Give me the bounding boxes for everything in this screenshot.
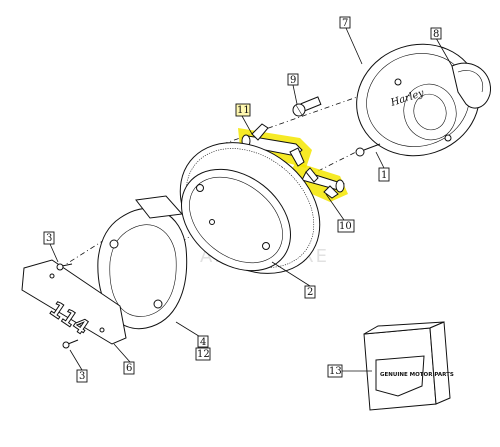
- kit-box-label: GENUINE MOTOR PARTS: [380, 372, 454, 378]
- callout-10: 10: [337, 219, 355, 233]
- back-plate: Harley: [356, 43, 480, 157]
- callout-12: 12: [195, 347, 211, 361]
- callout-3-upper: 3: [43, 231, 55, 245]
- callout-3-lower: 3: [76, 369, 88, 383]
- air-filter: [179, 142, 321, 274]
- callout-2: 2: [304, 285, 316, 299]
- screw: [355, 143, 381, 157]
- svg-text:9: 9: [290, 75, 296, 86]
- badge-screw-upper: [56, 263, 73, 271]
- callout-7: 7: [339, 16, 351, 29]
- svg-text:1: 1: [381, 170, 387, 181]
- callout-13: 13: [327, 364, 343, 378]
- svg-text:6: 6: [126, 363, 132, 374]
- svg-text:11: 11: [237, 105, 250, 116]
- gasket: [451, 62, 491, 109]
- callout-6: 6: [123, 361, 135, 375]
- svg-text:3: 3: [46, 233, 52, 244]
- badge-screw-lower: [62, 339, 79, 349]
- kit-box: GENUINE MOTOR PARTS: [363, 321, 454, 411]
- callout-4: 4: [197, 335, 209, 348]
- callout-8: 8: [430, 27, 442, 40]
- trim-frame: [97, 195, 188, 330]
- svg-text:2: 2: [307, 287, 313, 298]
- svg-text:10: 10: [339, 221, 352, 232]
- breather-bolt: [292, 96, 322, 117]
- svg-text:3: 3: [79, 371, 85, 382]
- callout-11: 11: [235, 103, 251, 117]
- svg-text:13: 13: [329, 366, 342, 377]
- callout-9: 9: [287, 73, 299, 86]
- svg-text:4: 4: [200, 337, 206, 348]
- callout-1: 1: [378, 167, 390, 182]
- svg-text:8: 8: [433, 29, 439, 40]
- svg-text:7: 7: [342, 18, 348, 29]
- bracket-lower: [301, 167, 345, 199]
- svg-text:12: 12: [197, 349, 210, 360]
